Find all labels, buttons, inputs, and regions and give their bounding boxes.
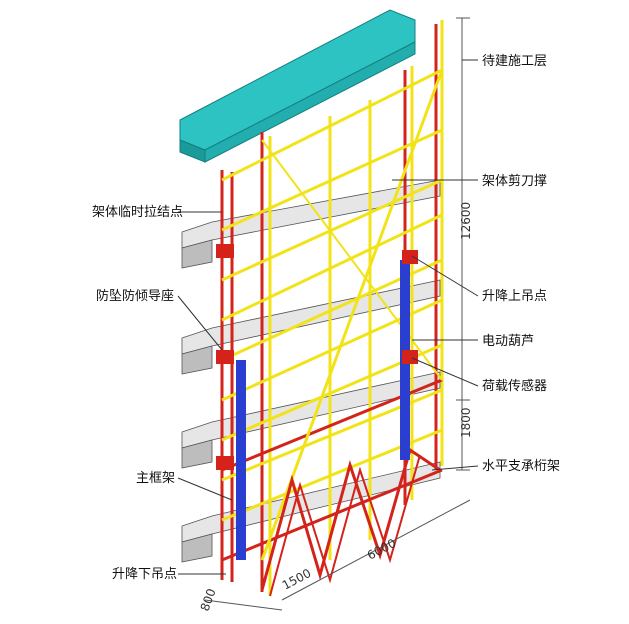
upper-hanging-point: [402, 250, 418, 264]
guide-base-2: [216, 350, 234, 364]
label-scissor-brace: 架体剪刀撑: [482, 173, 547, 189]
label-load-sensor: 荷载传感器: [482, 378, 547, 394]
floor-slab-2-edge: [181, 345, 213, 375]
floor-slab-1-edge: [181, 239, 213, 269]
top-slab-face: [179, 9, 416, 151]
label-temp-tie-point: 架体临时拉结点: [92, 205, 183, 220]
label-top-layer: 待建施工层: [482, 54, 547, 69]
dim-height-total: 12600: [459, 202, 473, 240]
floor-slab-4-edge: [181, 533, 213, 563]
dim-height-bottom: 1800: [459, 407, 473, 438]
label-electric-hoist: 电动葫芦: [482, 334, 534, 349]
top-slab: [179, 9, 416, 163]
label-lift-upper-point: 升降上吊点: [482, 289, 547, 304]
label-main-frame: 主框架: [136, 471, 175, 486]
guide-base-3: [216, 456, 234, 470]
label-anti-fall-guide: 防坠防倾导座: [96, 288, 174, 304]
floor-slab-3-edge: [181, 439, 213, 469]
guide-base-1: [216, 244, 234, 258]
top-slab-front: [204, 41, 416, 163]
dim-depth: 800: [198, 587, 219, 613]
leaders: [177, 59, 479, 575]
hoist-columns: [216, 244, 418, 560]
scaffold-frame: [220, 20, 444, 597]
dimensions: [204, 17, 471, 611]
label-horizontal-truss: 水平支承桁架: [482, 459, 560, 474]
hoist-left: [236, 360, 246, 560]
label-lift-lower-point: 升降下吊点: [112, 567, 177, 582]
sensor-box: [402, 350, 418, 364]
dim-bay: 1500: [280, 566, 314, 593]
